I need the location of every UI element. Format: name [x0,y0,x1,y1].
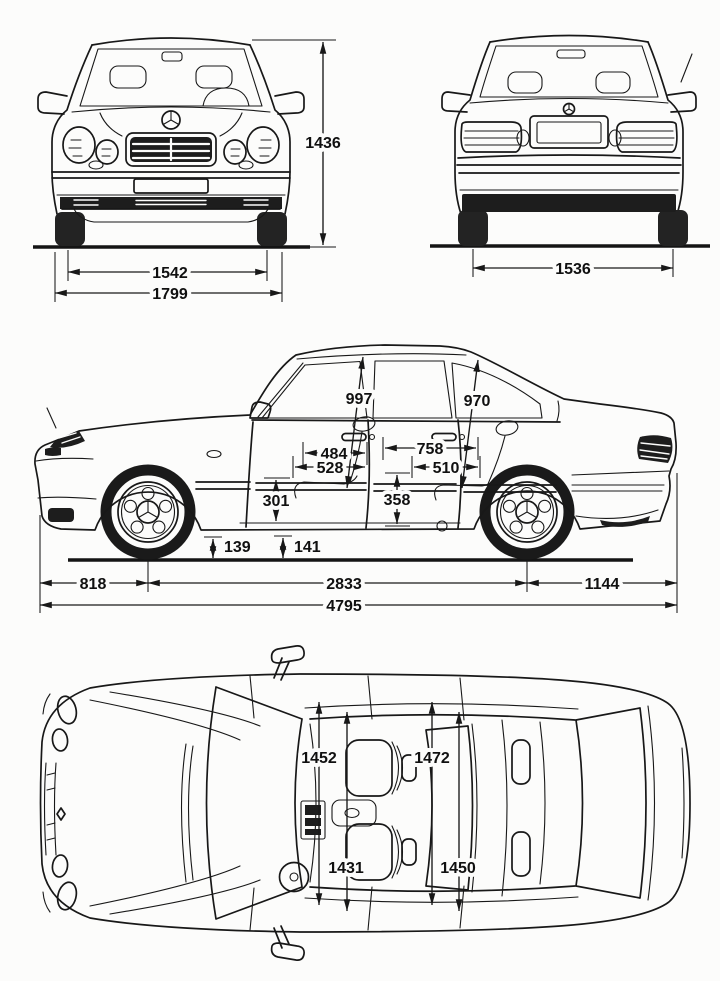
dim-label-1450: 1450 [440,860,476,877]
side-car-art [34,344,677,562]
dim-front-step-height: 301 [259,477,293,524]
dim-front-track: 1542 [67,250,268,286]
dim-label-139: 139 [224,539,251,556]
dim-label-1452: 1452 [301,750,337,767]
top-view-drawing: 1452 1431 1472 1450 [39,645,691,961]
top-car-art [39,645,691,961]
dim-label-970: 970 [464,393,491,410]
dim-label-front-height: 1436 [305,135,341,152]
dim-label-818: 818 [80,576,107,593]
dim-rear-interior-height: 970 [460,359,494,489]
dim-label-1431: 1431 [328,860,364,877]
dim-front-row-inner: 1431 [324,711,368,912]
license-plate [529,115,609,149]
dim-overall-width: 1799 [54,252,283,307]
steering-wheel [278,861,310,893]
front-interior [109,51,250,107]
mercedes-star-icon [161,110,181,130]
dim-label-484: 484 [321,446,348,463]
dim-label-rear-track: 1536 [555,261,591,278]
front-car-art [33,37,310,249]
dim-rear-row-inner: 1450 [436,711,480,912]
rear-interior [507,49,631,94]
dim-label-141: 141 [294,539,321,556]
dim-label-1144: 1144 [585,576,620,593]
front-mirrors [37,91,305,115]
dim-label-front-track: 1542 [152,265,188,282]
side-windows [251,353,561,423]
dim-label-front-width: 1799 [152,286,188,303]
dim-front-row-outer: 1452 [297,701,341,906]
dim-label-528: 528 [317,460,344,477]
rear-dimensions: 1536 [472,249,674,282]
side-front-end [35,407,97,522]
dim-rear-row-outer: 1472 [410,701,454,906]
side-rear-end [571,435,673,527]
dim-label-301: 301 [263,493,290,510]
rear-mirrors [441,91,697,113]
dim-label-358: 358 [384,492,411,509]
dim-overall-length: 4795 [39,594,678,619]
top-dimensions: 1452 1431 1472 1450 [297,701,480,912]
top-rear-end [575,705,685,901]
front-grille [125,132,217,167]
rear-view-drawing: 1536 [430,34,710,282]
top-windshield [205,675,579,931]
side-dimensions: 997 970 484 528 758 [39,356,678,619]
dim-wheelbase: 2833 [147,572,528,597]
dim-rear-aperture-lower: 510 [411,456,481,481]
antenna [680,53,693,83]
dim-label-997: 997 [346,391,373,408]
side-view-drawing: 997 970 484 528 758 [34,344,678,619]
front-dimensions: 1436 1542 1799 [54,39,345,307]
top-front-end [42,693,78,913]
tail-lights [460,121,678,153]
mercedes-star-icon [562,102,576,116]
dim-front-overhang: 818 [39,572,149,597]
dim-label-1472: 1472 [414,750,450,767]
front-wheel [100,464,196,560]
front-bumper [51,171,291,246]
front-view-drawing: 1436 1542 1799 [33,37,345,307]
dim-front-aperture-lower: 528 [292,456,366,481]
dim-overall-height: 1436 [252,39,345,248]
dim-clearance-rear: 141 [274,535,325,560]
dim-label-4795: 4795 [326,598,362,615]
dim-rear-track: 1536 [472,249,674,282]
dim-label-2833: 2833 [326,576,362,593]
rear-wheel [479,464,575,560]
top-hood [89,691,261,915]
top-mirrors [270,645,305,961]
rear-car-art [430,34,710,248]
dim-label-510: 510 [433,460,460,477]
dim-rear-aperture-upper: 758 [382,437,479,462]
dim-front-aperture-upper: 484 [302,442,368,467]
dim-clearance-front: 139 [204,535,255,560]
rear-bumper [456,154,688,246]
dim-rear-overhang: 1144 [526,572,678,597]
dim-rear-step-height: 358 [380,472,414,527]
dim-label-758: 758 [417,441,444,458]
front-headlights [62,126,280,170]
